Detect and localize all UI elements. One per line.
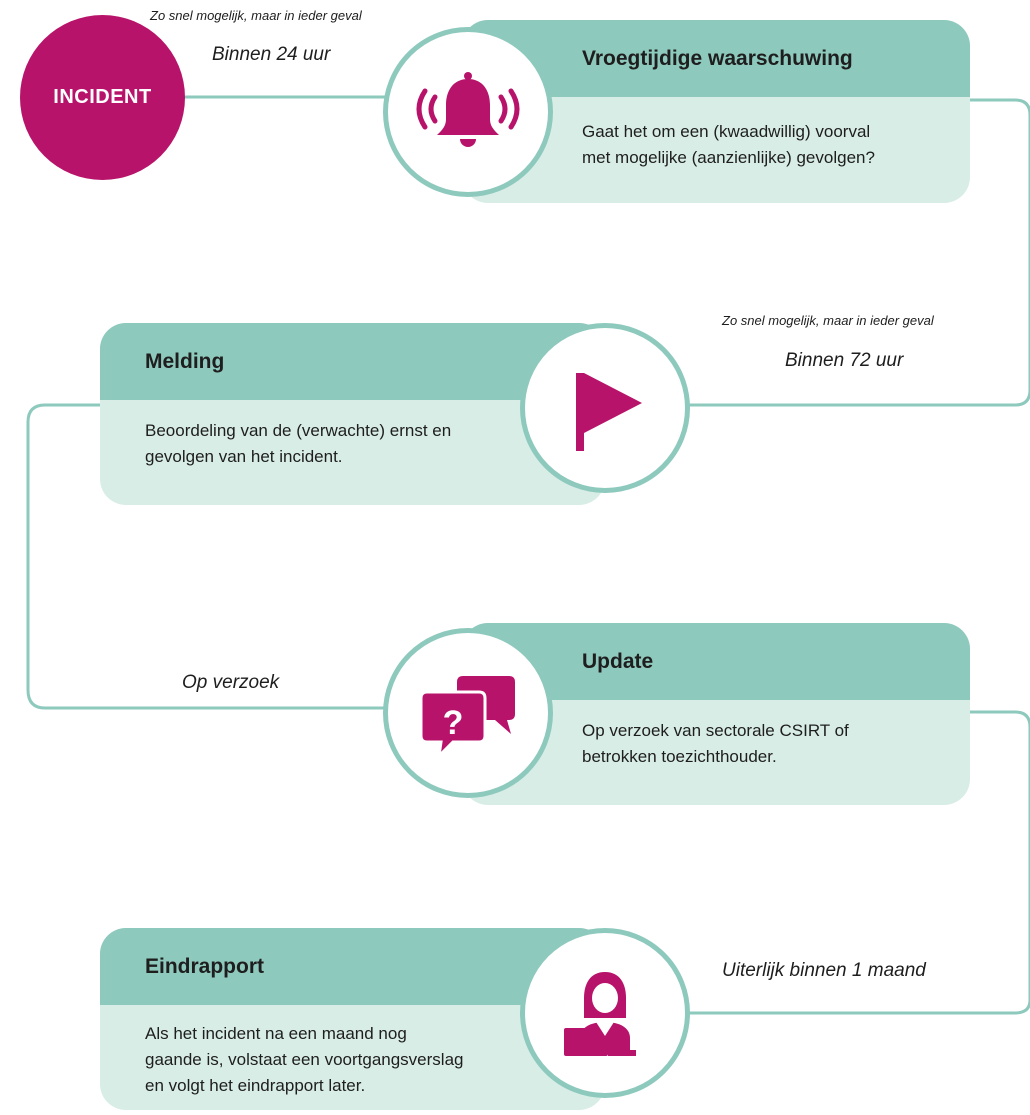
incident-circle: INCIDENT	[20, 15, 185, 180]
timing-2-main: Binnen 72 uur	[785, 350, 904, 371]
step-text-warning: Gaat het om een (kwaadwillig) voorval me…	[582, 122, 875, 167]
incident-label: INCIDENT	[53, 86, 152, 108]
timing-2-small: Zo snel mogelijk, maar in ieder geval	[722, 313, 934, 328]
step-title-eindrapport: Eindrapport	[100, 928, 605, 1005]
timing-1-main: Binnen 24 uur	[212, 44, 331, 65]
step-icon-circle-eindrapport	[520, 928, 690, 1098]
connector-warning-to-melding	[685, 98, 1030, 407]
step-text-melding: Beoordeling van de (verwachte) ernst en …	[145, 421, 452, 466]
connector-melding-to-update	[26, 403, 385, 710]
step-icon-circle-update: ?	[383, 628, 553, 798]
step-text-update: Op verzoek van sectorale CSIRT of betrok…	[582, 721, 849, 766]
connector-update-to-eindrapport	[685, 710, 1030, 1015]
person-laptop-icon	[564, 972, 636, 1056]
step-icon-circle-melding	[520, 323, 690, 493]
step-title-warning: Vroegtijdige waarschuwing	[462, 20, 970, 97]
speech-bubbles-question-icon: ?	[419, 676, 515, 761]
step-card-melding: Melding Beoordeling van de (verwachte) e…	[100, 323, 605, 505]
step-text-eindrapport: Als het incident na een maand nog gaande…	[145, 1024, 464, 1095]
svg-text:?: ?	[443, 704, 464, 742]
timing-3-main: Op verzoek	[182, 672, 280, 693]
step-card-update: Update Op verzoek van sectorale CSIRT of…	[462, 623, 970, 805]
timing-1-small: Zo snel mogelijk, maar in ieder geval	[150, 8, 362, 23]
bell-ringing-icon	[416, 72, 520, 147]
step-title-melding: Melding	[100, 323, 605, 400]
flag-icon	[576, 373, 642, 451]
timing-4-main: Uiterlijk binnen 1 maand	[722, 960, 926, 981]
step-card-warning: Vroegtijdige waarschuwing Gaat het om ee…	[462, 20, 970, 203]
step-icon-circle-warning	[383, 27, 553, 197]
